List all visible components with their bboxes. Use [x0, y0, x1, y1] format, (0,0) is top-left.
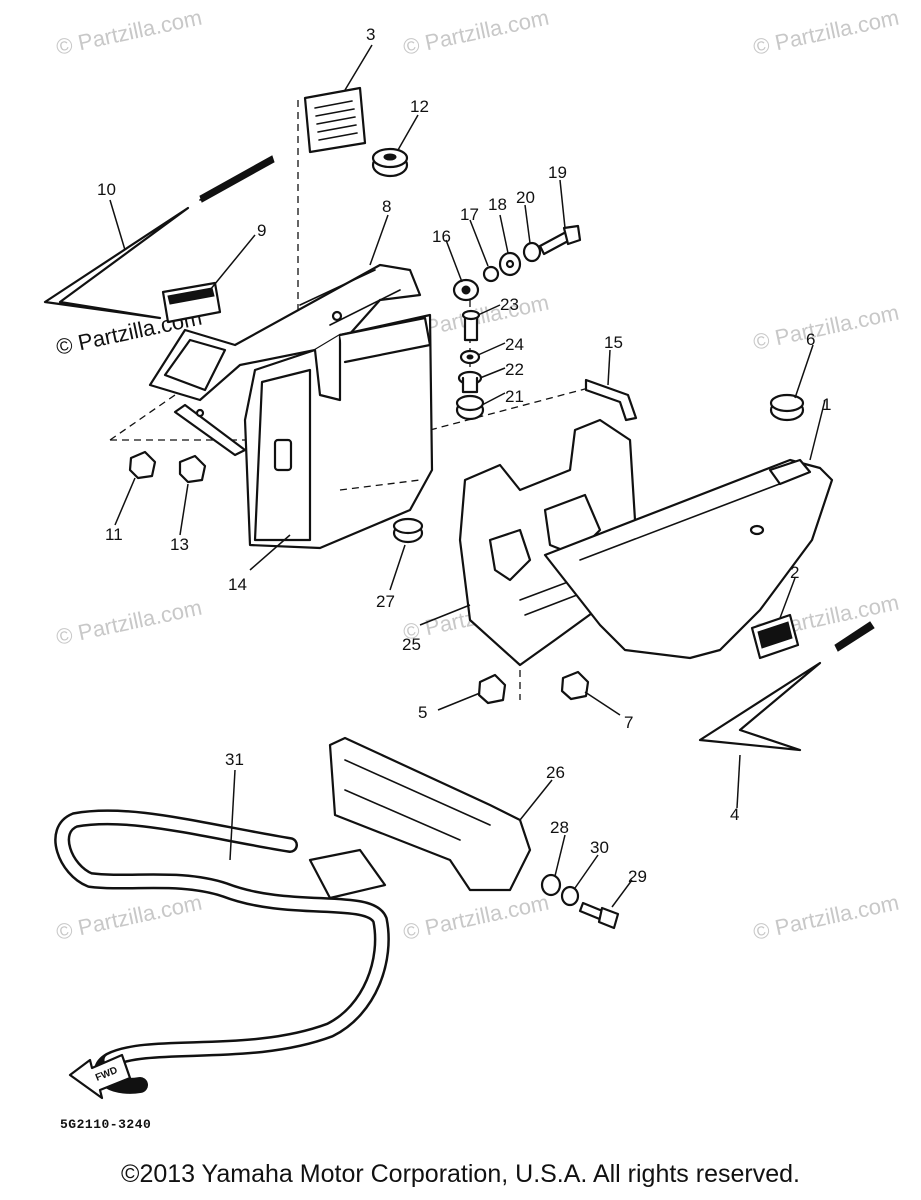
diagram-code: 5G2110-3240: [60, 1117, 152, 1132]
callout-9: 9: [257, 221, 266, 240]
watermark: © Partzilla.com: [751, 300, 901, 355]
callout-28: 28: [550, 818, 569, 837]
callout-30: 30: [590, 838, 609, 857]
battery-box-part: [243, 313, 434, 550]
callout-numbers: 1 2 3 4 5 6 7 8 9 10 11 12 13 14 15 16 1…: [97, 25, 831, 886]
callout-29: 29: [628, 867, 647, 886]
side-emblem-part: [750, 613, 800, 660]
callout-16: 16: [432, 227, 451, 246]
bracket-part: [148, 263, 422, 402]
callout-14: 14: [228, 575, 247, 594]
watermark: © Partzilla.com: [401, 5, 551, 60]
lower-cover-part: [328, 736, 532, 892]
spacer-part: [540, 873, 562, 897]
small-emblem-part: [161, 281, 222, 324]
callout-19: 19: [548, 163, 567, 182]
callout-6: 6: [806, 330, 815, 349]
watermark: © Partzilla.com: [54, 595, 204, 650]
callout-1: 1: [822, 395, 831, 414]
callout-24: 24: [505, 335, 524, 354]
callout-2: 2: [790, 563, 799, 582]
stripe-right-part: [698, 621, 875, 752]
side-cover-part: [543, 458, 834, 660]
plain-washer-part: [498, 251, 522, 277]
clip-part: [584, 378, 638, 422]
callout-26: 26: [546, 763, 565, 782]
callout-7: 7: [624, 713, 633, 732]
callout-11: 11: [105, 525, 123, 544]
callout-10: 10: [97, 180, 116, 199]
callout-20: 20: [516, 188, 535, 207]
watermark: © Partzilla.com: [401, 890, 551, 945]
grommet-part: [371, 147, 409, 178]
callout-21: 21: [505, 387, 524, 406]
callout-4: 4: [730, 805, 739, 824]
grommet-lower-part: [392, 517, 424, 544]
callout-31: 31: [225, 750, 244, 769]
callout-5: 5: [418, 703, 427, 722]
bolt-lower-part: [578, 901, 620, 930]
bolt-vertical-part: [461, 309, 481, 342]
emblem-stripe-part: [43, 155, 275, 320]
callout-3: 3: [366, 25, 375, 44]
grommet-small-part: [455, 394, 485, 421]
watermark: © Partzilla.com: [54, 5, 204, 60]
forward-arrow-icon: FWD: [68, 1053, 132, 1100]
callout-12: 12: [410, 97, 429, 116]
callout-13: 13: [170, 535, 189, 554]
callout-27: 27: [376, 592, 395, 611]
callout-15: 15: [604, 333, 623, 352]
callout-22: 22: [505, 360, 524, 379]
lock-washer-part: [459, 349, 481, 365]
callout-17: 17: [460, 205, 479, 224]
watermark: © Partzilla.com: [751, 5, 901, 60]
bracket-arm-part: [173, 403, 247, 457]
nut-lower-right-part: [560, 670, 590, 701]
leader-lines: [109, 44, 826, 908]
collar-part: [482, 265, 500, 283]
washer-lower-part: [560, 885, 580, 907]
callout-18: 18: [488, 195, 507, 214]
watermark: © Partzilla.com: [751, 890, 901, 945]
nut-alt-part: [178, 454, 207, 484]
bolt-part: [538, 224, 582, 256]
collar-flanged-part: [457, 370, 483, 394]
nut-part: [128, 450, 157, 480]
battery-band-part: [54, 809, 390, 1094]
callout-25: 25: [402, 635, 421, 654]
washer-part: [452, 278, 480, 302]
nut-lower-part: [477, 673, 507, 705]
copyright-notice: ©2013 Yamaha Motor Corporation, U.S.A. A…: [121, 1160, 800, 1188]
grommet-right-part: [769, 393, 805, 422]
callout-8: 8: [382, 197, 391, 216]
label-plate-part: [303, 86, 367, 154]
callout-23: 23: [500, 295, 519, 314]
watermark: © Partzilla.com: [54, 890, 204, 945]
spring-washer-part: [522, 241, 542, 263]
